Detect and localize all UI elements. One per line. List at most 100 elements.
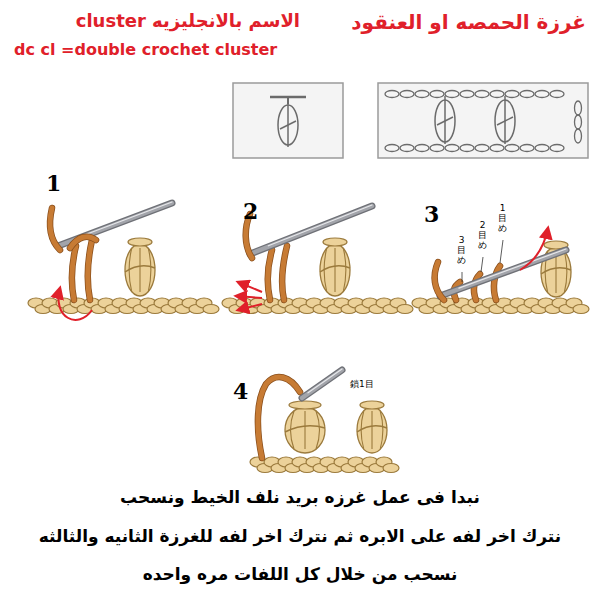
loop-label: 2目め (478, 221, 487, 251)
cluster-symbol-slash (437, 117, 453, 125)
chain-label: 鎖1目 (350, 378, 374, 391)
step-number: 3 (424, 201, 439, 227)
yarn (282, 246, 287, 300)
stitch-strand (343, 248, 346, 292)
english-name-note: الاسم بالانجليزيه cluster (76, 10, 300, 31)
stitch-strand (316, 411, 320, 449)
yarn (72, 246, 76, 300)
crochet-hook (302, 370, 342, 398)
yarn (268, 250, 272, 300)
chain-symbol (445, 91, 459, 98)
chain-stitch (383, 464, 399, 473)
red-arrow (238, 304, 262, 310)
step-number: 1 (46, 170, 61, 196)
chain-symbol (475, 91, 489, 98)
crochet-hook-shine (459, 249, 566, 288)
chain-symbol (505, 145, 519, 152)
chain-symbol (415, 91, 429, 98)
crochet-hook (250, 206, 372, 254)
stitch-top (323, 238, 347, 246)
chain-symbol (490, 91, 504, 98)
stitch-top (360, 401, 384, 409)
yarn (88, 240, 92, 300)
chain-symbol (550, 91, 564, 98)
stitch (125, 244, 155, 296)
chain-symbol (475, 145, 489, 152)
yarn (258, 377, 300, 458)
instruction-line: نسحب من خلال كل اللفات مره واحده (143, 564, 458, 584)
stitch-top (289, 401, 321, 409)
stitch-wrap (320, 266, 350, 272)
chain-symbol (575, 115, 582, 129)
stitch-strand (148, 248, 151, 292)
cluster-symbol-slash (497, 117, 513, 125)
chain-symbol (460, 145, 474, 152)
yarn (72, 246, 76, 300)
symbol-chart-box (378, 83, 588, 158)
yarn (70, 237, 96, 248)
yarn (258, 377, 300, 458)
stitch-strand (139, 248, 140, 292)
chain-symbol (490, 145, 504, 152)
chain-symbol (430, 145, 444, 152)
title-text: غرزة الحمصه او العنقود (351, 10, 586, 34)
cluster-symbol-slash (280, 121, 296, 129)
yarn (50, 208, 60, 250)
yarn (435, 262, 444, 300)
step-number: 4 (233, 378, 248, 404)
stitch-wrap (125, 266, 155, 272)
chain-symbol (400, 91, 414, 98)
crochet-hook (302, 370, 342, 398)
instruction-line: نترك اخر لفه على الابره ثم نترك اخر لفه … (39, 526, 561, 546)
stitch-wrap (285, 426, 325, 432)
crochet-hook-shine (308, 369, 342, 393)
loop-label: 1目め (498, 204, 507, 234)
chain-symbol (535, 145, 549, 152)
red-arrow (236, 296, 262, 298)
abbreviation-note: dc cl =double crochet cluster (14, 40, 277, 59)
chain-symbol (445, 145, 459, 152)
stitch-strand (371, 411, 372, 449)
leader-line (481, 257, 483, 272)
crochet-hook-shine (75, 202, 172, 239)
stitch (320, 244, 350, 296)
loop-label: 3目め (457, 236, 466, 266)
red-arrow (59, 288, 92, 320)
chain-symbol (575, 129, 582, 143)
chain-symbol (460, 91, 474, 98)
stitch-strand (304, 411, 305, 449)
instruction-line: نبدا فى عمل غرزه بريد نلف الخيط ونسحب (120, 487, 480, 507)
yarn (50, 208, 60, 250)
yarn (282, 246, 287, 300)
chain-symbol (385, 91, 399, 98)
chain-stitch (397, 305, 413, 314)
chain-symbol (520, 91, 534, 98)
red-arrow (238, 282, 262, 292)
leader-line (500, 240, 503, 263)
chain-symbol (505, 91, 519, 98)
stitch-top (128, 238, 152, 246)
stitch-strand (380, 411, 383, 449)
stitch (357, 407, 387, 453)
crochet-hook-shine (268, 205, 372, 246)
chain-stitch (573, 305, 589, 314)
chain-stitch (203, 305, 219, 314)
crochet-hook (250, 206, 372, 254)
yarn (70, 237, 96, 248)
chain-symbol (415, 145, 429, 152)
red-arrow (520, 228, 548, 270)
chain-symbol (385, 145, 399, 152)
step-number: 2 (243, 198, 258, 224)
stitch-wrap (357, 426, 387, 432)
chain-symbol (430, 91, 444, 98)
stitch-wrap (541, 268, 571, 274)
chain-symbol (520, 145, 534, 152)
stitch (285, 407, 325, 453)
leader-line (462, 272, 463, 282)
stitch-strand (334, 248, 335, 292)
chain-symbol (550, 145, 564, 152)
yarn (435, 262, 444, 300)
symbol-box (233, 83, 343, 158)
